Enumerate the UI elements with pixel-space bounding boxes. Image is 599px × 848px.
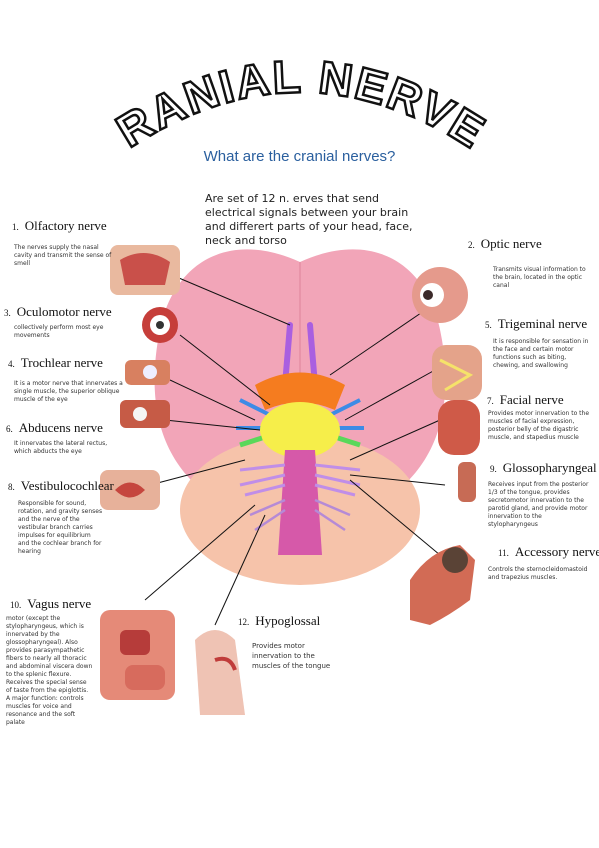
title-graphic: CRANIAL NERVES [0, 0, 494, 160]
facial-anatomy-thumb [438, 400, 480, 455]
nerve-title-hypoglossal: 12.Hypoglossal [238, 613, 321, 628]
nerve-title-facial: 7.Facial nerve [487, 392, 564, 407]
nerve-desc-optic: Transmits visual information to the brai… [493, 266, 586, 289]
accessory-anatomy-thumb [410, 545, 475, 625]
optic-chiasm [255, 372, 345, 410]
nerve-title-vestibulocochlear: 8.Vestibulocochlear [8, 478, 114, 493]
oculomotor-nerve-left [239, 398, 271, 417]
nerve-title-oculomotor: 3.Oculomotor nerve [4, 304, 112, 319]
nerve-desc-glossopharyngeal: Receives input from the posterior 1/3 of… [488, 481, 589, 528]
nerve-desc-trigeminal: It is responsible for sensation in the f… [493, 338, 589, 369]
olfactory-anatomy-thumb [110, 245, 180, 295]
abducens-anatomy-thumb [120, 400, 170, 428]
leader-abducens [164, 419, 261, 431]
nerve-desc-trochlear: It is a motor nerve that innervates a si… [14, 380, 123, 403]
leader-vagus [144, 504, 256, 601]
glossopharyngeal-anatomy-thumb [458, 462, 476, 502]
trigeminal-anatomy-thumb [432, 345, 482, 400]
leader-oculomotor [179, 334, 271, 406]
nerve-title-optic: 2.Optic nerve [468, 236, 542, 251]
pons [260, 402, 340, 458]
optic-anatomy-thumb [412, 267, 468, 323]
hypoglossal-anatomy-thumb [195, 630, 245, 715]
brainstem [278, 450, 322, 555]
nerve-title-abducens: 6.Abducens nerve [6, 420, 103, 435]
trigeminal-nerve-left [239, 435, 263, 448]
nerve-desc-abducens: It innervates the lateral rectus, which … [14, 440, 108, 455]
oculomotor-nerve-right [329, 398, 361, 417]
leader-accessory [349, 479, 441, 556]
nerve-title-trochlear: 4.Trochlear nerve [8, 355, 103, 370]
page-subtitle: What are the cranial nerves? [203, 148, 396, 165]
trochlear-anatomy-thumb [125, 360, 170, 385]
leader-hypoglossal [214, 514, 266, 626]
nerve-title-glossopharyngeal: 9.Glossopharyngeal [490, 460, 597, 475]
nerve-title-accessory: 11.Accessory nerve [498, 544, 599, 559]
vagus-nerves-right [314, 498, 351, 532]
nerve-desc-facial: Provides motor innervation to the muscle… [488, 410, 590, 441]
facial-nerves-right [314, 463, 361, 497]
nerve-desc-hypoglossal: Provides motor innervation to the muscle… [252, 642, 331, 670]
trigeminal-nerve-right [337, 435, 361, 448]
facial-nerves-left [239, 463, 286, 497]
nerve-title-vagus: 10.Vagus nerve [10, 596, 92, 611]
leader-olfactory [159, 269, 291, 326]
nerve-desc-olfactory: The nerves supply the nasal cavity and t… [14, 244, 112, 267]
nerve-desc-vestibulocochlear: Responsible for sound, rotation, and gra… [18, 500, 103, 555]
leader-glossopharyngeal [349, 474, 446, 486]
nerve-title-trigeminal: 5.Trigeminal nerve [485, 316, 588, 331]
nerve-desc-vagus: motor (except the stylopharyngeus, which… [6, 615, 93, 726]
oculomotor-anatomy-thumb [142, 307, 178, 343]
leader-trochlear [169, 379, 256, 421]
intro-text: Are set of 12 n. erves that send electri… [205, 192, 413, 247]
nerve-title-olfactory: 1.Olfactory nerve [12, 218, 107, 233]
nerve-desc-accessory: Controls the sternocleidomastoid and tra… [488, 566, 588, 581]
vestibulocochlear-anatomy-thumb [100, 470, 160, 510]
vagus-anatomy-thumb [100, 610, 175, 700]
leader-trigeminal [344, 369, 436, 421]
leader-facial [349, 419, 441, 461]
nerve-desc-oculomotor: collectively perform most eye movements [14, 324, 104, 339]
leader-vestibulocochlear [149, 459, 246, 486]
